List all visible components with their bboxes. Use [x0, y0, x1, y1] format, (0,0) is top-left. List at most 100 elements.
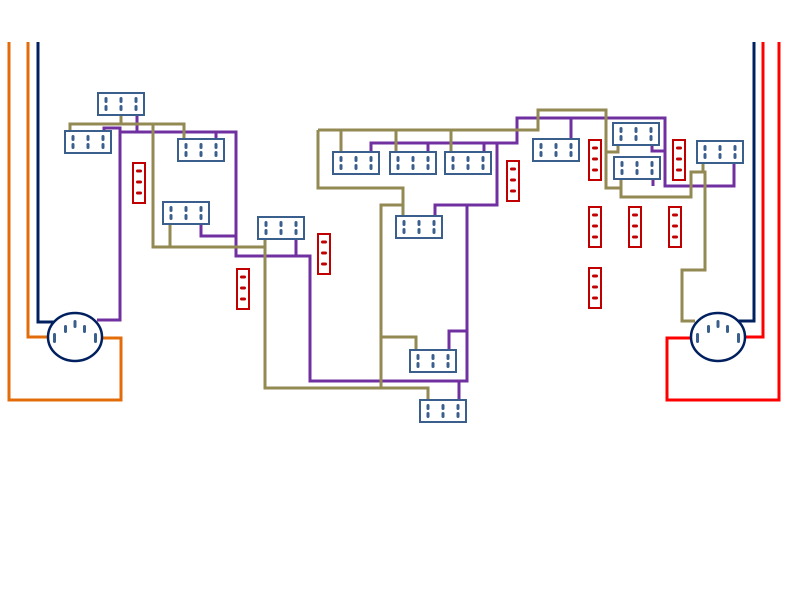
blue-connector[interactable] — [696, 140, 744, 164]
blue-connector[interactable] — [532, 138, 580, 162]
pin — [136, 180, 142, 184]
red-connector[interactable] — [588, 267, 602, 309]
red-connector[interactable] — [236, 268, 250, 310]
wire-purple — [120, 130, 469, 383]
blue-connector[interactable] — [389, 151, 437, 175]
wire-olive — [379, 203, 403, 388]
pin — [101, 143, 105, 149]
left-round-plug[interactable] — [46, 311, 104, 363]
pin — [718, 145, 722, 151]
red-connector[interactable] — [628, 206, 642, 248]
pin — [592, 296, 598, 300]
red-connector[interactable] — [588, 206, 602, 248]
wire-olive — [381, 335, 418, 350]
blue-connector[interactable] — [332, 151, 380, 175]
pin — [199, 214, 203, 220]
blue-connector[interactable] — [612, 122, 660, 146]
pin — [649, 127, 653, 133]
pin — [184, 143, 188, 149]
pin — [737, 333, 740, 343]
red-connector[interactable] — [672, 139, 686, 181]
pin — [354, 156, 358, 162]
red-connector[interactable] — [668, 206, 682, 248]
pin — [294, 229, 298, 235]
pin — [703, 153, 707, 159]
blue-connector[interactable] — [409, 349, 457, 373]
pin — [451, 156, 455, 162]
blue-connector[interactable] — [97, 92, 145, 116]
pin — [134, 97, 138, 103]
pin — [718, 153, 722, 159]
wire-olive — [318, 108, 621, 190]
blue-connector[interactable] — [257, 216, 305, 240]
pin — [119, 97, 123, 103]
wire-red-outer-right — [665, 42, 781, 402]
pin — [431, 354, 435, 360]
pin — [184, 151, 188, 157]
pin — [184, 206, 188, 212]
red-connector[interactable] — [132, 162, 146, 204]
pin — [402, 228, 406, 234]
wire-olive — [606, 146, 620, 154]
red-connector[interactable] — [317, 233, 331, 275]
pin — [396, 156, 400, 162]
pin — [354, 164, 358, 170]
pin — [456, 412, 460, 418]
pin — [136, 191, 142, 195]
pin — [632, 213, 638, 217]
pin — [134, 105, 138, 111]
wire-purple — [199, 224, 236, 238]
blue-connector[interactable] — [177, 138, 225, 162]
pin — [71, 135, 75, 141]
blue-connector[interactable] — [444, 151, 492, 175]
pin — [676, 157, 682, 161]
pin — [456, 404, 460, 410]
pin — [339, 156, 343, 162]
blue-connector[interactable] — [64, 130, 112, 154]
pin — [466, 156, 470, 162]
wire-olive — [151, 124, 430, 400]
pin — [592, 213, 598, 217]
wire-olive — [68, 122, 186, 139]
pin — [417, 220, 421, 226]
pin — [339, 164, 343, 170]
wire-orange-outer-left — [7, 42, 123, 402]
pin — [510, 167, 516, 171]
red-connector[interactable] — [588, 139, 602, 181]
pin — [676, 146, 682, 150]
blue-connector[interactable] — [162, 201, 210, 225]
pin — [321, 240, 327, 244]
pin — [634, 127, 638, 133]
blue-connector[interactable] — [395, 215, 443, 239]
pin — [510, 178, 516, 182]
pin — [101, 135, 105, 141]
pin — [554, 151, 558, 157]
pin — [199, 151, 203, 157]
pin — [676, 168, 682, 172]
wire-red-inner-right — [745, 42, 765, 339]
pin — [592, 168, 598, 172]
pin — [672, 235, 678, 239]
pin — [240, 297, 246, 301]
pin — [733, 145, 737, 151]
right-round-plug[interactable] — [689, 311, 747, 363]
pin — [321, 251, 327, 255]
pin — [83, 325, 86, 333]
pin — [703, 145, 707, 151]
pin — [672, 224, 678, 228]
pin — [214, 151, 218, 157]
pin — [86, 143, 90, 149]
pin — [369, 164, 373, 170]
pin — [441, 412, 445, 418]
pin — [554, 143, 558, 149]
red-connector[interactable] — [506, 160, 520, 202]
wire-purple — [497, 116, 736, 188]
pin — [369, 156, 373, 162]
pin — [119, 105, 123, 111]
wire-navy-right — [737, 42, 756, 323]
blue-connector[interactable] — [419, 399, 467, 423]
pin — [569, 151, 573, 157]
blue-connector[interactable] — [613, 156, 661, 180]
pin — [86, 135, 90, 141]
